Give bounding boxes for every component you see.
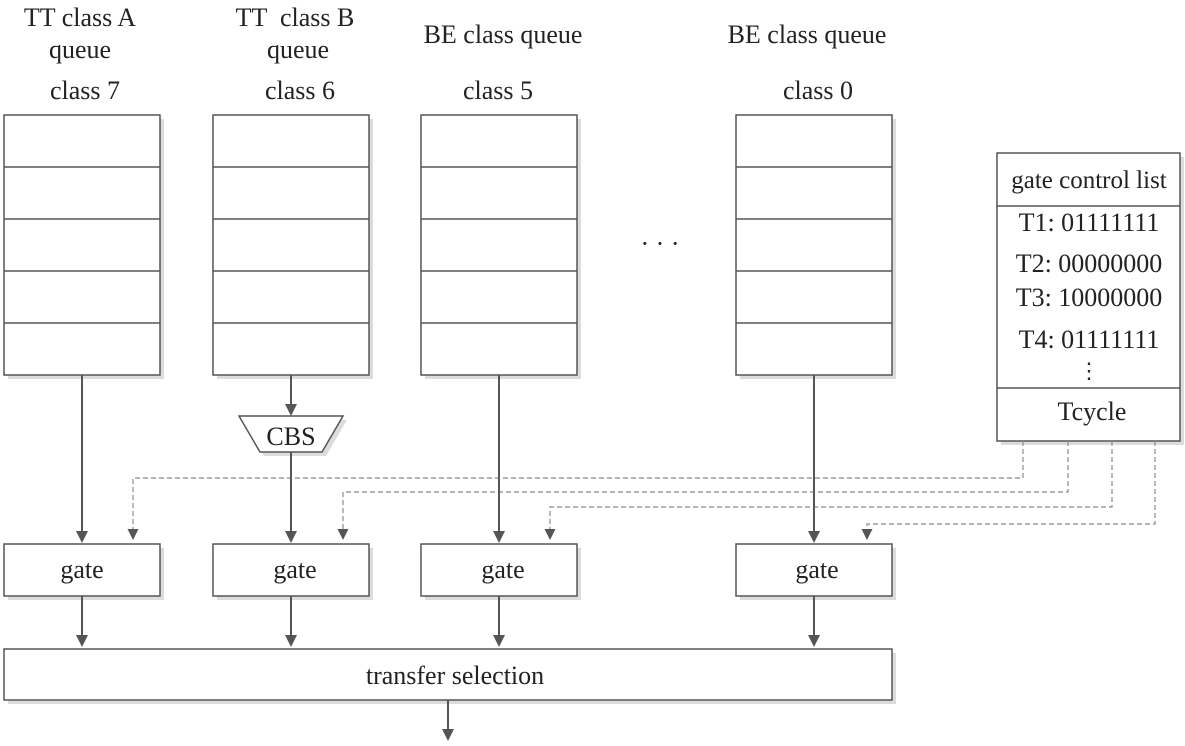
gate-label-class-5: gate: [481, 555, 524, 584]
gate-label-class-0: gate: [795, 555, 838, 584]
control-line-class-6: [337, 441, 1069, 540]
gcl-control-lines: [127, 441, 1156, 540]
gcl-footer-tcycle: Tcycle: [1058, 397, 1127, 426]
gate-class-6: [212, 543, 373, 600]
queue-stack-class-5: [420, 114, 581, 379]
queue-stack-class-6: [212, 114, 373, 379]
queue-stack-class-0: [735, 114, 896, 379]
cbs-label: CBS: [266, 422, 315, 451]
queue-title-a-line1: TT class A: [24, 3, 136, 32]
control-line-class-5: [544, 441, 1113, 540]
control-line-class-7: [127, 441, 1024, 540]
transfer-selection-box: [3, 648, 896, 704]
queue-title-be-0: BE class queue: [728, 20, 887, 49]
queue-title-b-line2: queue: [267, 35, 329, 64]
gcl-entry-t3: T3: 10000000: [1016, 283, 1163, 312]
queue-class-label-6: class 6: [265, 76, 335, 105]
gcl-title: gate control list: [1011, 167, 1167, 194]
gate-class-7: [3, 543, 164, 600]
gate-label-class-7: gate: [60, 555, 103, 584]
queue-stack-class-7: [3, 114, 164, 379]
transfer-selection-label: transfer selection: [366, 661, 544, 690]
gcl-entry-t1: T1: 01111111: [1019, 208, 1160, 237]
gate-label-class-6: gate: [273, 555, 316, 584]
queue-title-b-line1: TT class B: [236, 3, 355, 32]
gate-to-selection-arrows: [76, 596, 820, 647]
gate-class-5: [420, 543, 581, 600]
gcl-entry-t4: T4: 01111111: [1019, 325, 1160, 354]
queue-title-be-5: BE class queue: [424, 20, 583, 49]
control-line-class-0: [861, 441, 1156, 540]
queue-title-a-line2: queue: [49, 35, 111, 64]
gcl-more-entries: ⋮: [1078, 358, 1100, 383]
queue-ellipsis: · · ·: [641, 229, 680, 258]
gate-control-list: [996, 152, 1184, 445]
queue-to-gate-arrows: [76, 375, 820, 543]
queue-class-label-5: class 5: [463, 76, 533, 105]
cbs-shaper: [237, 415, 347, 456]
queue-class-label-0: class 0: [783, 76, 853, 105]
gate-class-0: [735, 543, 896, 600]
queue-class-label-7: class 7: [50, 76, 120, 105]
gcl-entry-t2: T2: 00000000: [1016, 249, 1163, 278]
